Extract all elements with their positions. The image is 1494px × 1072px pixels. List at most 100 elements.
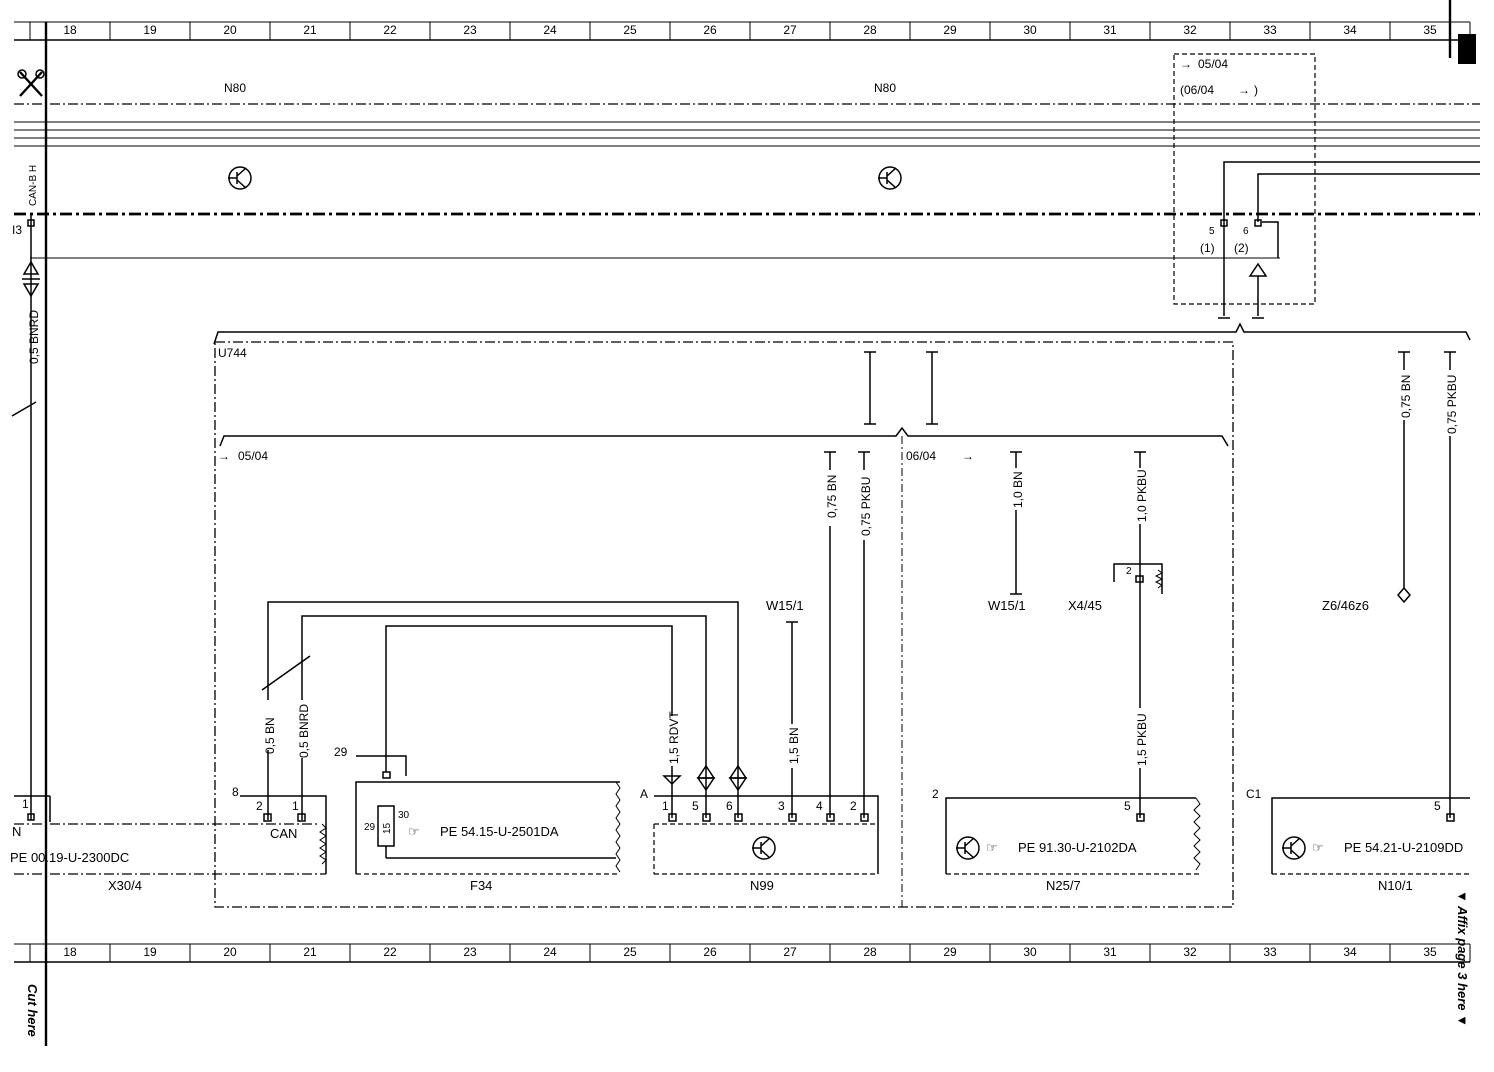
w151-label-b: W15/1 (988, 598, 1026, 613)
ground-icon (1248, 262, 1268, 277)
can-label: CAN (270, 826, 297, 841)
top-grid-number: 25 (623, 23, 637, 37)
wire-bnrd-to-n99-5 (301, 615, 707, 818)
page-marker (1458, 34, 1476, 64)
top-grid-number: 33 (1263, 23, 1277, 37)
bottom-grid-number: 27 (783, 945, 797, 959)
pin5-label: 5 (1209, 226, 1215, 237)
n99-pin-label: 6 (726, 799, 733, 813)
top-grid-number: 31 (1103, 23, 1117, 37)
bus-lines (14, 103, 1480, 259)
n99-pin-label: 2 (850, 799, 857, 813)
transistor-icon (752, 836, 776, 860)
x304-label: X30/4 (108, 878, 142, 893)
bottom-grid-number: 24 (543, 945, 557, 959)
cut-here-label: Cut here (25, 984, 40, 1037)
f34-pe-label: PE 54.15-U-2501DA (440, 824, 559, 839)
top-grid-number: 30 (1023, 23, 1037, 37)
z646-label: Z6/46z6 (1322, 598, 1369, 613)
reference-icon: ☞ (408, 824, 420, 839)
wire-label: 1,5 PKBU (1135, 713, 1149, 766)
n101-pe-label: PE 54.21-U-2109DD (1344, 840, 1463, 855)
transistor-icon (228, 166, 252, 190)
bus-wire-pin5 (1223, 161, 1480, 316)
f34-label: F34 (470, 878, 492, 893)
top-grid-number: 19 (143, 23, 157, 37)
n99-pin-label: 4 (816, 799, 823, 813)
n101-conn-label: C1 (1246, 787, 1262, 801)
wire-label: 0,75 BN (825, 475, 839, 518)
bottom-grid-number: 23 (463, 945, 477, 959)
bottom-grid-number: 35 (1423, 945, 1437, 959)
group-brace (213, 322, 1471, 345)
top-grid-number: 20 (223, 23, 237, 37)
f34-pin-label: 15 (382, 822, 393, 834)
n99-pin-label: 3 (778, 799, 785, 813)
top-grid-number: 18 (63, 23, 77, 37)
top-grid-number: 28 (863, 23, 877, 37)
switch-icon (261, 655, 311, 691)
scissors-icon (17, 69, 45, 97)
top-grid-number: 27 (783, 23, 797, 37)
w151-label-a: W15/1 (766, 598, 804, 613)
f34-component (355, 755, 621, 875)
variant-brace (219, 426, 1229, 447)
wire-label: 0,75 BN (1399, 375, 1413, 418)
wire-075bn-a (824, 451, 836, 818)
n257-conn-label: 2 (932, 787, 939, 801)
f34-pin-label: 29 (364, 822, 376, 833)
splice-icon (22, 260, 40, 298)
left-pin-label: 1 (22, 797, 29, 811)
bottom-grid-number: 18 (63, 945, 77, 959)
bottom-grid-number: 20 (223, 945, 237, 959)
top-grid-number: 26 (703, 23, 717, 37)
arrow-icon: → (962, 449, 974, 463)
bottom-grid-number: 34 (1343, 945, 1357, 959)
n257-pin-label: 5 (1124, 799, 1131, 813)
wire-bn-to-n99-6 (267, 601, 739, 818)
n80-label-left: N80 (224, 81, 246, 95)
wire-075pkbu-a (858, 451, 870, 818)
top-grid-number: 24 (543, 23, 557, 37)
top-grid-number: 21 (303, 23, 317, 37)
wire-label: 1,5 RDVT (667, 711, 681, 764)
reference-icon: ☞ (986, 840, 998, 855)
ref-0504-top: 05/04 (1198, 57, 1228, 71)
top-grid-number: 35 (1423, 23, 1437, 37)
switch-stub (11, 401, 37, 417)
bottom-grid-number: 30 (1023, 945, 1037, 959)
x445-connector (1113, 563, 1164, 594)
n257-component (945, 797, 1201, 875)
x445-label: X4/45 (1068, 598, 1102, 613)
f34-conn-label: 29 (334, 745, 348, 759)
top-grid-number: 22 (383, 23, 397, 37)
connector-i3-label: I3 (12, 223, 22, 237)
bottom-grid-number: 21 (303, 945, 317, 959)
bottom-grid-number: 29 (943, 945, 957, 959)
n99-conn-label: A (640, 787, 648, 801)
wire-075pkbu-b (1444, 351, 1456, 818)
u744-label: U744 (218, 346, 247, 360)
bracket-icon (864, 351, 938, 425)
bottom-grid-number: 31 (1103, 945, 1117, 959)
bottom-grid-number: 19 (143, 945, 157, 959)
bottom-grid-number: 25 (623, 945, 637, 959)
top-grid-number: 32 (1183, 23, 1197, 37)
x304-component (14, 795, 327, 875)
x445-pin-label: 2 (1126, 566, 1132, 577)
n101-label: N10/1 (1378, 878, 1413, 893)
top-grid-number: 29 (943, 23, 957, 37)
transistor-icon (956, 836, 980, 860)
wire-label: 1,0 BN (1011, 471, 1025, 508)
wire-label: 0,5 BNRD (297, 704, 311, 758)
n257-pe-label: PE 91.30-U-2102DA (1018, 840, 1137, 855)
wire-075bn-b (1398, 351, 1410, 588)
bottom-grid-number: 22 (383, 945, 397, 959)
x304-pin-label: 1 (292, 799, 299, 813)
top-grid-number: 34 (1343, 23, 1357, 37)
wire-label: 0,75 PKBU (1445, 375, 1459, 434)
n-label: N (12, 824, 21, 839)
x304-pin-label: 2 (256, 799, 263, 813)
